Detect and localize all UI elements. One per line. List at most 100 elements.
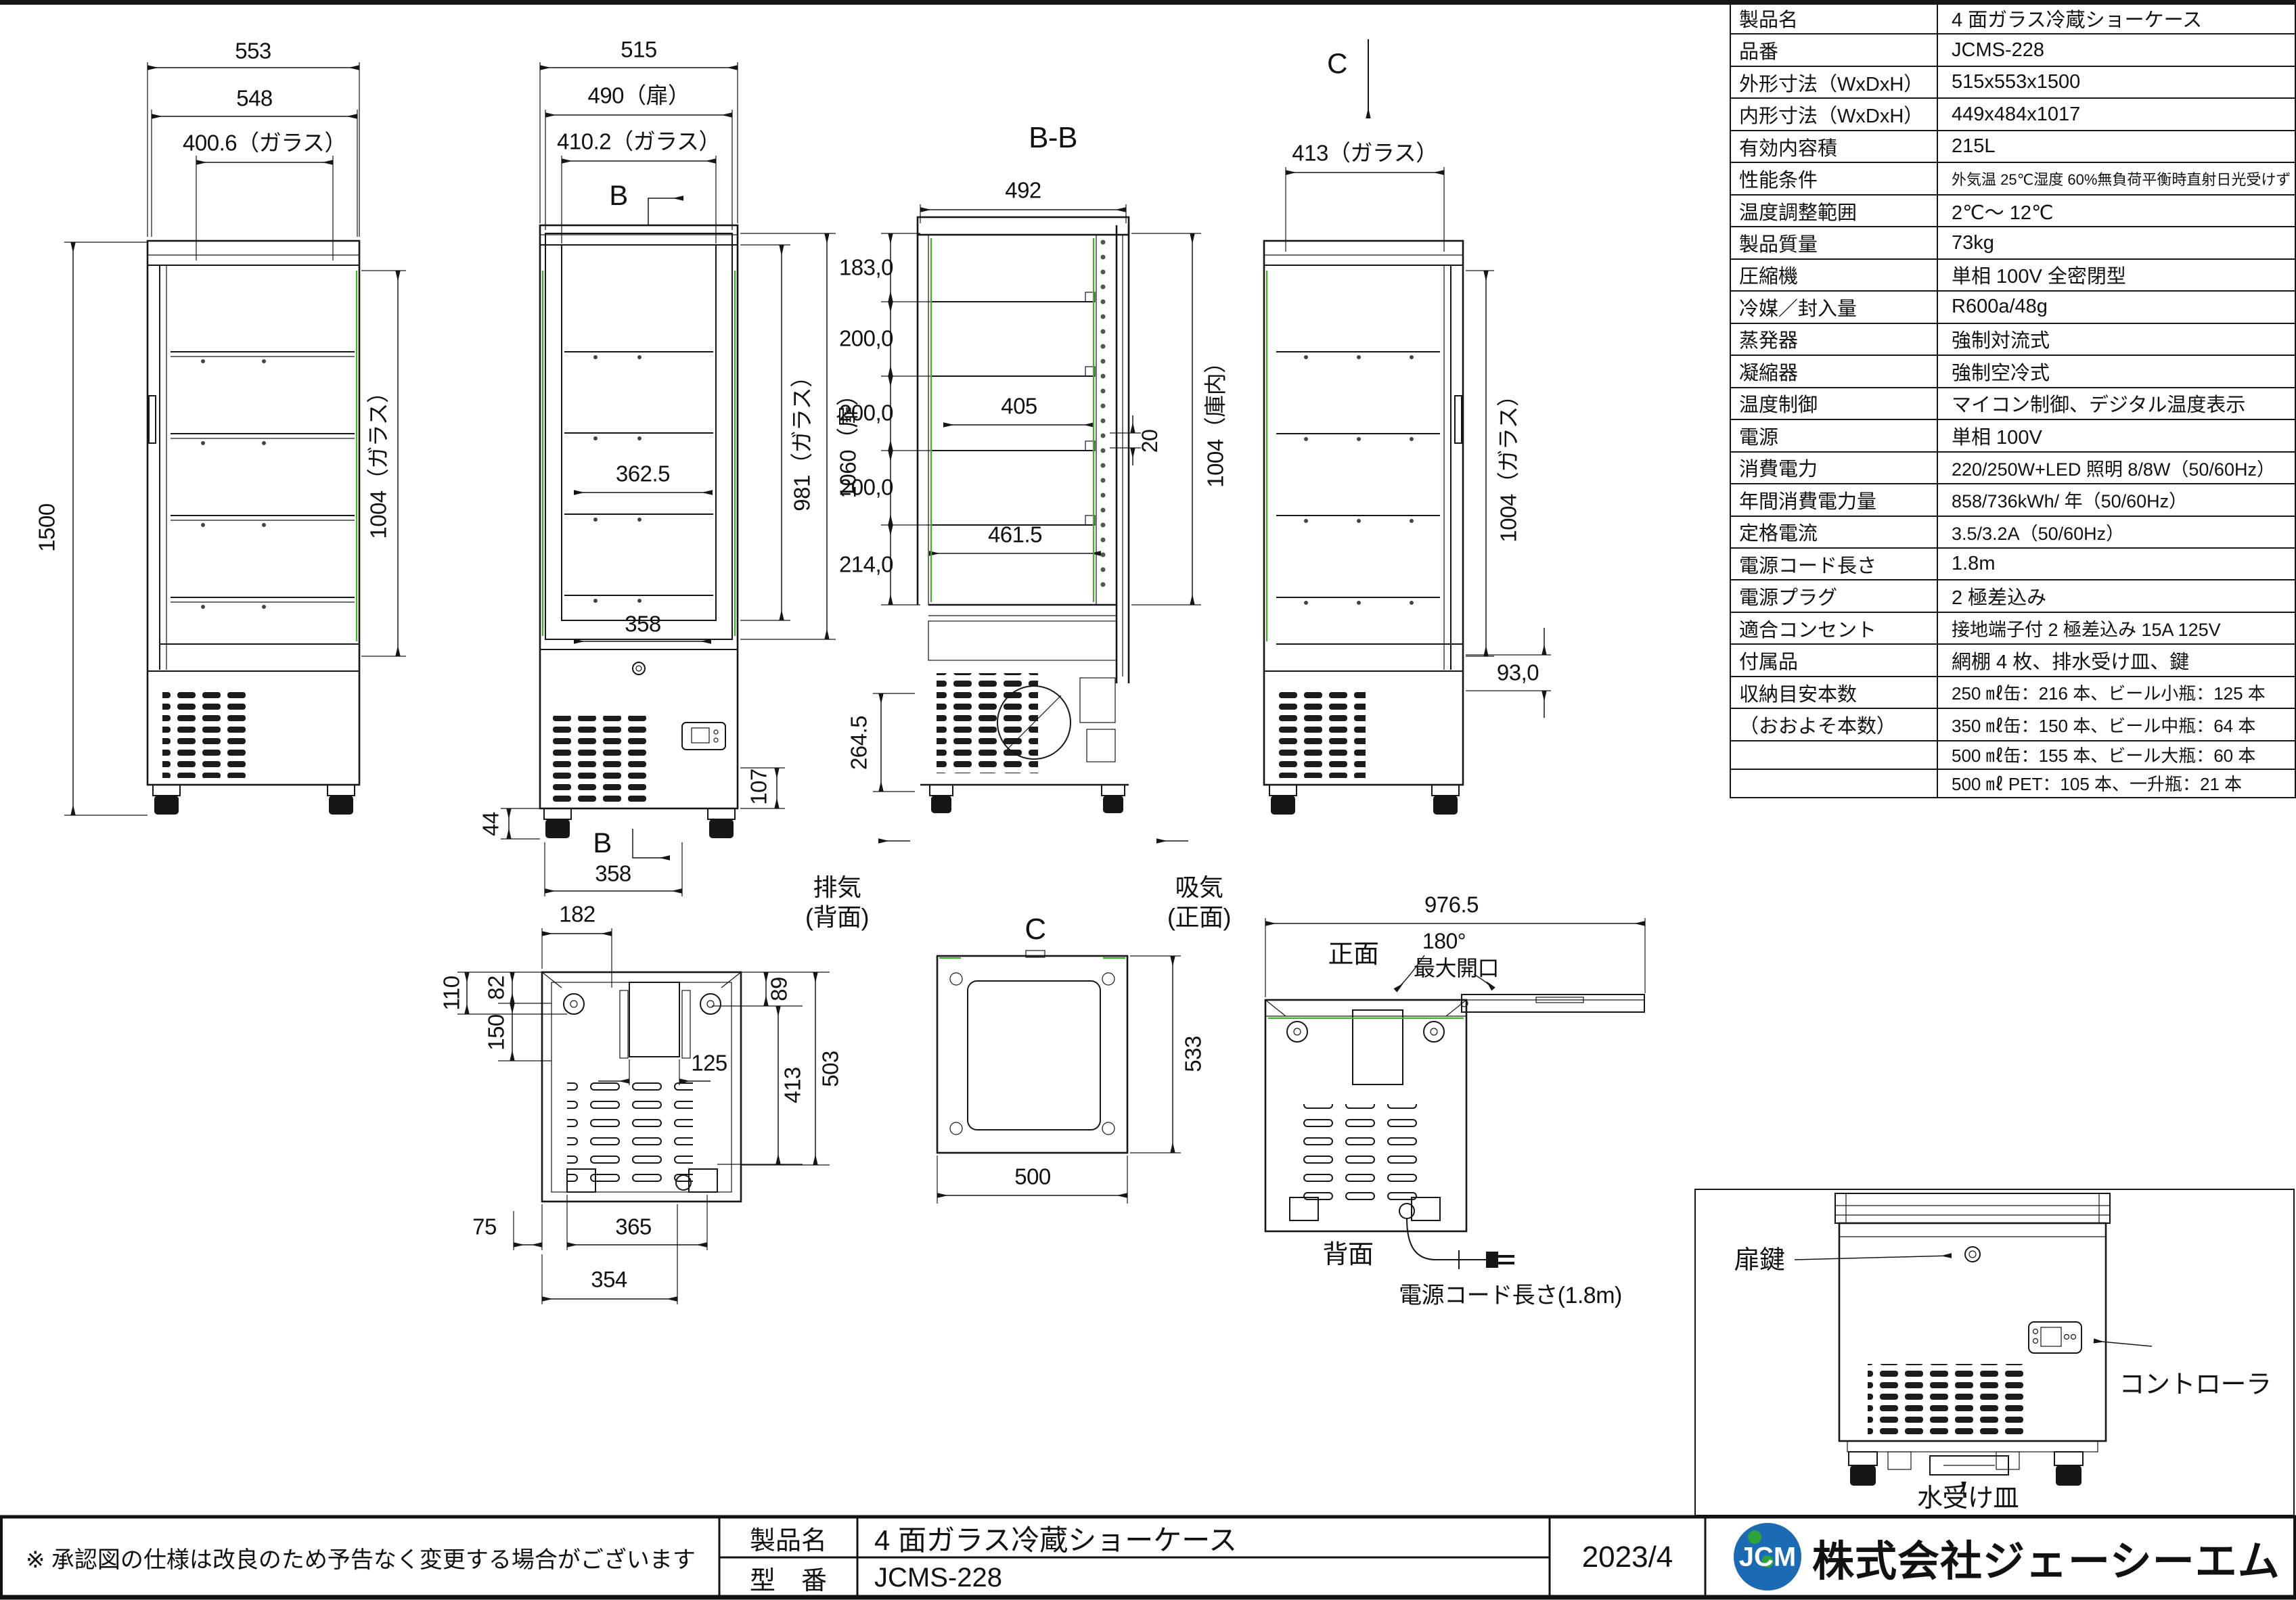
view-front-elevation [501,62,836,896]
spec-row: 500 ㎖ PET：105 本、一升瓶：21 本 [1730,768,2296,799]
dim-200a: 200,0 [838,325,894,351]
dim-1004-glass-right: 1004（ガラス） [1495,384,1521,543]
dim-358-shelf: 358 [625,611,661,637]
spec-row: 電源単相 100V [1730,419,2296,453]
view-c-top [936,950,1181,1204]
dim-500: 500 [1014,1164,1051,1189]
dim-1004-interior: 1004（庫内） [1202,351,1228,488]
jcm-logo-text: JCM [1738,1542,1797,1572]
view-side-elevation [64,62,406,816]
dim-214: 214,0 [838,551,894,577]
view-detail-box [1694,1189,2295,1516]
dim-1500: 1500 [34,503,60,552]
title-block-model-label: 型 番 [749,1566,827,1595]
dim-200c: 200,0 [838,474,894,500]
dim-365: 365 [615,1214,652,1239]
dim-503: 503 [817,1051,843,1087]
dim-548: 548 [236,85,273,111]
cord-length-label: 電源コード長さ(1.8m) [1399,1283,1622,1309]
spec-row: 500 ㎖缶：155 本、ビール大瓶：60 本 [1730,739,2296,770]
dim-183: 183,0 [838,254,894,280]
dim-533: 533 [1180,1036,1206,1072]
spec-row: 蒸発器強制対流式 [1730,322,2296,357]
spec-row: 凝縮器強制空冷式 [1730,355,2296,388]
dim-20: 20 [1138,429,1163,453]
spec-row: 温度制御マイコン制御、デジタル温度表示 [1730,386,2296,421]
spec-row: 付属品網棚 4 枚、排水受け皿、鍵 [1730,643,2296,677]
title-block-product-value: 4 面ガラス冷蔵ショーケース [874,1524,1238,1556]
sheet-top-border [0,0,2296,5]
dim-553: 553 [235,38,271,64]
dim-405: 405 [1001,393,1037,419]
drip-tray-label: 水受け皿 [1916,1484,2019,1513]
section-mark-c-top: C [1327,47,1347,79]
view-right-elevation [1263,39,1551,815]
dim-82: 82 [483,976,509,1000]
disclaimer-note: ※ 承認図の仕様は改良のため予告なく変更する場合がございます [26,1547,696,1573]
dim-44: 44 [478,812,503,836]
title-block-product-label: 製品名 [749,1526,827,1555]
title-block-frame [0,1515,2296,1600]
dim-264: 264.5 [846,715,872,771]
deg-180-label: 180° [1422,929,1466,954]
spec-row: 適合コンセント接地端子付 2 極差込み 15A 125V [1730,611,2296,645]
exhaust-sub-label: (背面) [805,903,869,932]
door-lock-label: 扉鍵 [1734,1246,1785,1275]
dim-492: 492 [1005,177,1041,203]
dim-410-glass: 410.2（ガラス） [557,129,721,154]
view-open-door-plan [1264,918,1646,1269]
dim-976: 976.5 [1424,892,1479,917]
view-section-bb [873,204,1201,844]
dim-107: 107 [746,769,771,805]
dim-75: 75 [472,1214,497,1239]
dim-200b: 200,0 [838,400,894,426]
intake-label: 吸気 [1175,873,1223,902]
spec-row: 性能条件外気温 25℃湿度 60%無負荷平衡時直射日光受けず [1730,162,2296,196]
back-side-label: 背面 [1322,1241,1374,1270]
controller-label: コントローラ [2119,1371,2272,1400]
dim-461: 461.5 [987,522,1043,547]
section-title-bb: B-B [1029,120,1077,154]
dim-182: 182 [559,901,595,927]
dim-400-glass: 400.6（ガラス） [183,130,346,156]
spec-row: 外形寸法（WxDxH）515x553x1500 [1730,65,2296,99]
jcm-logo-icon [1734,1523,1801,1591]
front-side-label: 正面 [1328,940,1379,969]
spec-row: 圧縮機単相 100V 全密閉型 [1730,258,2296,292]
dim-413-bottom: 413 [780,1067,805,1103]
view-title-c: C [1025,912,1046,946]
company-name: 株式会社ジェーシーエム [1812,1538,2280,1585]
dim-354: 354 [591,1266,627,1292]
view-bottom-plan [457,928,830,1304]
dim-981-glass: 981（ガラス） [789,365,815,511]
dim-125: 125 [691,1050,727,1076]
max-opening-label: 最大開口 [1413,956,1500,981]
title-block-model-value: JCMS-228 [874,1562,1002,1593]
dim-93: 93,0 [1496,660,1539,685]
intake-sub-label: (正面) [1167,903,1231,932]
dim-515: 515 [621,37,657,62]
dim-362: 362.5 [615,461,671,486]
dim-413-glass: 413（ガラス） [1292,140,1438,166]
spec-row: （おおよそ本数）350 ㎖缶：150 本、ビール中瓶：64 本 [1730,708,2296,741]
exhaust-label: 排気 [813,873,861,902]
dim-150: 150 [483,1014,509,1051]
dim-89: 89 [766,977,792,1001]
dim-490-door: 490（扉） [587,83,690,108]
dim-110: 110 [438,976,464,1011]
section-mark-b-top: B [609,179,628,211]
